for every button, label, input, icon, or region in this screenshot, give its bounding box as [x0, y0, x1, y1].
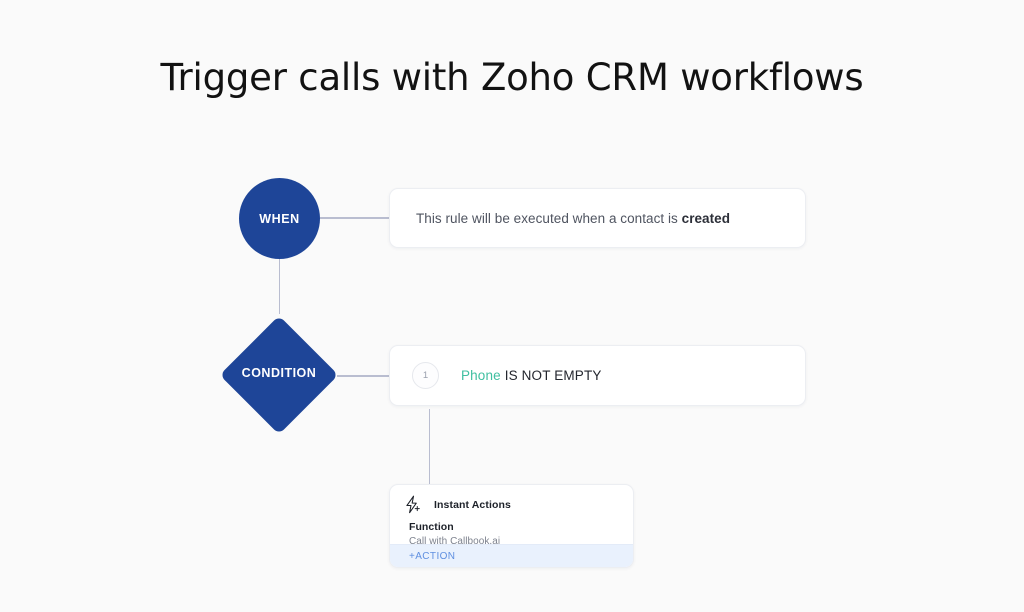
instant-actions-title: Instant Actions [434, 498, 511, 511]
lightning-bolt-plus-icon [406, 495, 420, 514]
instant-actions-card[interactable]: Instant Actions Function Call with Callb… [389, 484, 634, 568]
when-rule-card[interactable]: This rule will be executed when a contac… [389, 188, 806, 248]
action-item-subtitle: Call with Callbook.ai [409, 536, 501, 547]
instant-actions-header: Instant Actions [390, 495, 633, 514]
when-rule-text-emphasis: created [681, 210, 731, 226]
add-action-label: +ACTION [409, 550, 456, 562]
add-action-button[interactable]: +ACTION [390, 544, 633, 567]
when-node-label: WHEN [259, 211, 300, 226]
condition-index-badge: 1 [412, 362, 439, 389]
condition-operator: IS NOT EMPTY [504, 368, 602, 383]
connector-when-to-rule-card [320, 217, 390, 219]
when-rule-text-prefix: This rule will be executed when a contac… [416, 210, 682, 226]
connector-when-to-condition [278, 258, 280, 314]
connector-condition-to-condition-card [337, 375, 390, 377]
condition-card[interactable]: 1 Phone IS NOT EMPTY [389, 345, 806, 406]
instant-actions-body: Instant Actions Function Call with Callb… [390, 485, 633, 556]
condition-expression: Phone IS NOT EMPTY [461, 368, 602, 383]
page-title: Trigger calls with Zoho CRM workflows [160, 56, 864, 99]
connector-condition-card-to-actions [428, 409, 430, 484]
condition-node[interactable] [219, 315, 339, 435]
when-node[interactable]: WHEN [239, 178, 320, 259]
action-item[interactable]: Function Call with Callbook.ai [390, 521, 633, 547]
action-item-title: Function [409, 521, 454, 533]
when-rule-text: This rule will be executed when a contac… [390, 211, 730, 226]
condition-field-name: Phone [461, 368, 501, 383]
